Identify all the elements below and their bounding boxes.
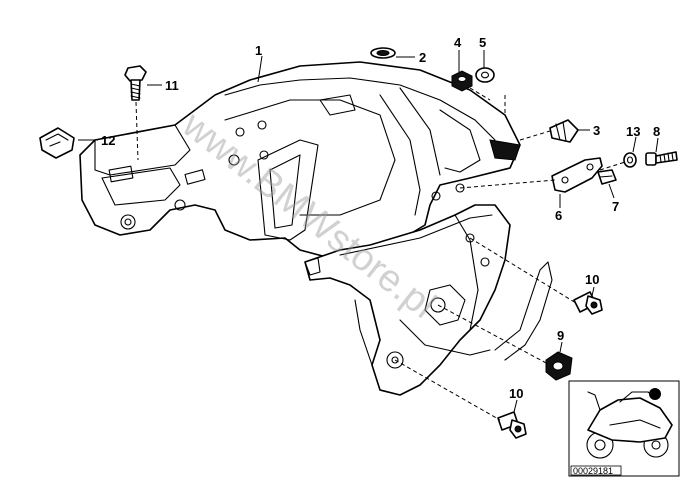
fairing-bracket-part xyxy=(79,61,521,259)
clip-part xyxy=(597,169,617,185)
screw-part-10-upper xyxy=(573,291,603,315)
nut-part xyxy=(451,70,473,92)
assembly-lines xyxy=(135,87,626,421)
callout-8: 8 xyxy=(653,124,660,139)
callout-4: 4 xyxy=(454,35,462,50)
callout-5: 5 xyxy=(479,35,486,50)
washer-part xyxy=(475,67,495,83)
callout-1: 1 xyxy=(255,43,262,58)
speed-nut-part xyxy=(39,127,75,159)
bolt-part-11 xyxy=(124,65,147,101)
callout-3: 3 xyxy=(593,123,600,138)
callout-6: 6 xyxy=(555,208,562,223)
washer-small-part xyxy=(623,152,637,168)
wire-loop-right xyxy=(494,261,553,361)
small-bracket-part xyxy=(551,157,603,193)
diagram-code: 00029181 xyxy=(573,466,613,476)
callout-11: 11 xyxy=(165,78,179,93)
grommet-part xyxy=(370,47,396,59)
callout-labels: 1 2 3 4 5 6 7 8 9 10 10 11 12 13 xyxy=(101,35,660,401)
screw-part-10-lower xyxy=(497,411,527,439)
leader-lines xyxy=(78,50,659,413)
screw-part-8 xyxy=(645,151,678,166)
callout-12: 12 xyxy=(101,133,115,148)
rubber-grommet-part xyxy=(545,351,573,381)
callout-10-lower: 10 xyxy=(509,386,523,401)
rubber-buffer-part xyxy=(549,119,579,143)
callout-13: 13 xyxy=(626,124,640,139)
callout-2: 2 xyxy=(419,50,426,65)
callout-10-upper: 10 xyxy=(585,272,599,287)
motorcycle-thumbnail: 00029181 xyxy=(568,380,680,477)
lower-support-frame xyxy=(304,204,511,396)
callout-7: 7 xyxy=(612,199,619,214)
callout-9: 9 xyxy=(557,328,564,343)
motorcycle-silhouette-icon xyxy=(586,388,673,459)
